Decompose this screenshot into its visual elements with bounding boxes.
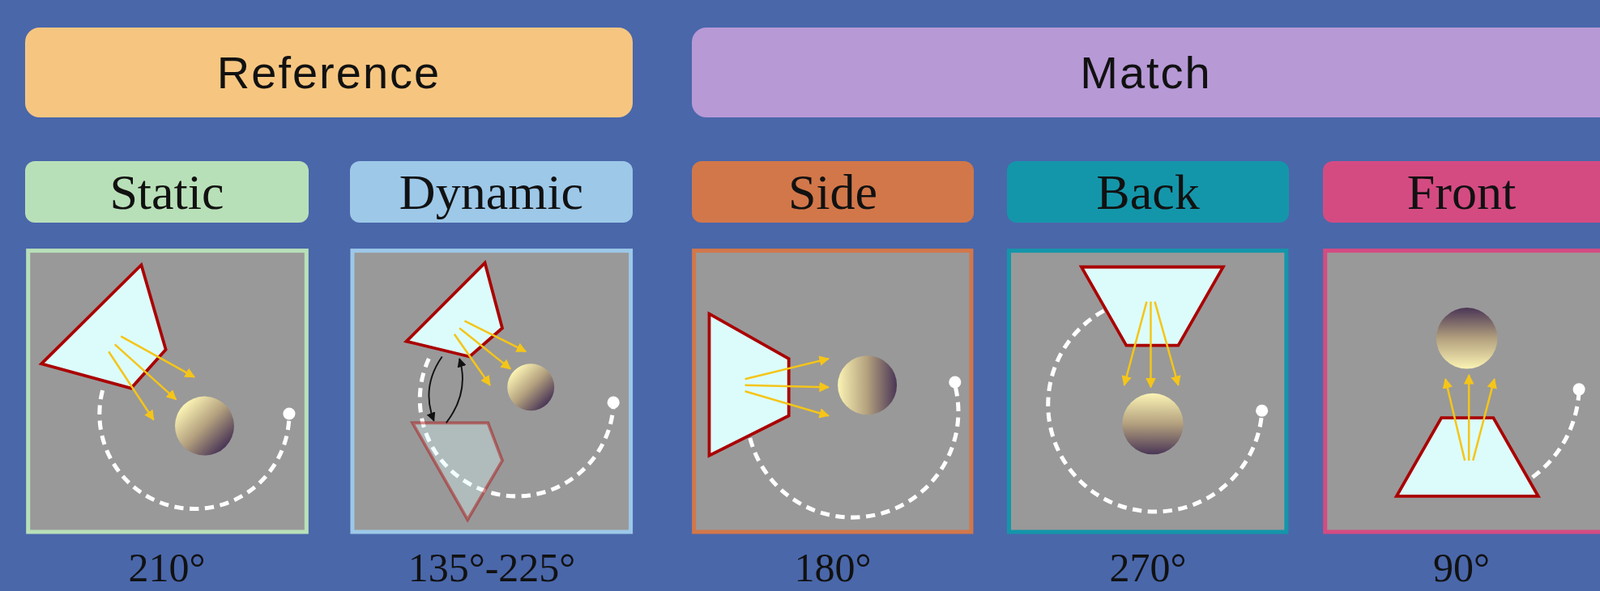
sphere [1436, 307, 1498, 370]
group-band: Reference [25, 27, 633, 118]
angle-label: 210° [128, 547, 206, 589]
condition-tab: Side [691, 161, 974, 223]
angle-label: 180° [794, 547, 872, 589]
light-source [1396, 418, 1539, 497]
condition-tab: Dynamic [349, 161, 633, 223]
light-source [1081, 267, 1224, 346]
sphere [837, 355, 897, 415]
heading-text: Static [109, 163, 224, 222]
camera-path [99, 311, 1579, 518]
heading-text: Dynamic [399, 163, 584, 222]
sphere [507, 363, 555, 411]
heading-text: Match [1079, 46, 1212, 99]
angle-label: 270° [1109, 547, 1187, 589]
swing-arrows [428, 357, 463, 424]
light-source [406, 263, 503, 358]
heading-text: Front [1407, 163, 1516, 222]
panel [352, 251, 632, 533]
heading-text: Side [788, 163, 878, 222]
light-rays [745, 358, 829, 416]
angle-label: 135°-225° [408, 547, 576, 589]
light-rays [454, 320, 526, 385]
light-rays [1124, 302, 1179, 389]
panel [694, 251, 972, 533]
condition-tab: Static [25, 161, 309, 223]
condition-tab: Front [1322, 161, 1600, 223]
heading-text: Back [1096, 163, 1199, 222]
sphere [1122, 393, 1184, 456]
path-end [282, 375, 1585, 420]
condition-tab: Back [1006, 161, 1289, 223]
group-band: Match [691, 27, 1600, 118]
light-rays [108, 336, 195, 420]
heading-text: Reference [217, 46, 441, 99]
light-rays [1445, 375, 1494, 461]
light-source-ghost [412, 422, 503, 521]
angle-label: 90° [1433, 547, 1490, 589]
panel [28, 251, 308, 533]
light-source [41, 264, 167, 389]
panel [1009, 251, 1287, 533]
panel [1325, 251, 1600, 533]
sphere [174, 396, 235, 457]
